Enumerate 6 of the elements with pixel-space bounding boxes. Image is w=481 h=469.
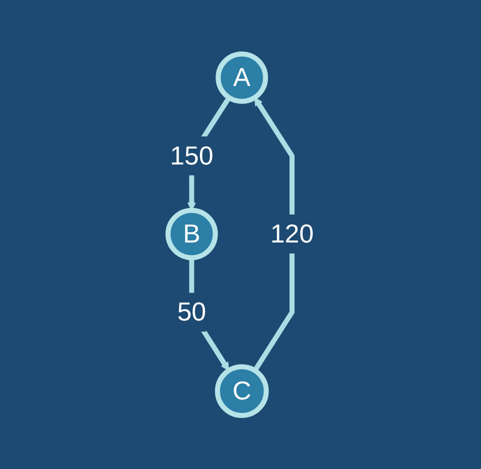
node-circle: B [165, 208, 218, 260]
node-circle: A [215, 51, 268, 104]
edge-label: 50 [176, 296, 206, 326]
edge-label: 120 [270, 218, 314, 248]
node-circle: C [214, 364, 268, 418]
edge-label: 150 [170, 140, 213, 170]
